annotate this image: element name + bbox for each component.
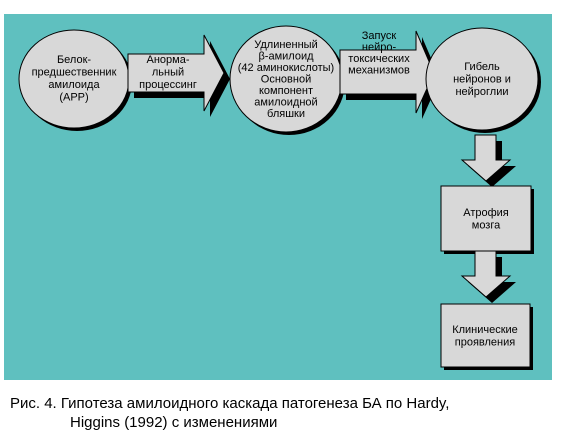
text-line: Белок- <box>57 54 91 66</box>
text-line: Анорма- <box>147 54 190 66</box>
text-line: процессинг <box>139 79 197 91</box>
caption-line-1: Рис. 4. Гипотеза амилоидного каскада пат… <box>10 395 450 412</box>
text-line: предшественник <box>32 67 117 79</box>
text-line: Атрофия <box>463 207 509 219</box>
text-line: (42 аминокислоты) <box>238 62 334 74</box>
text-line: нейроглии <box>455 86 508 98</box>
caption-line-2: Higgins (1992) с изменениями <box>70 414 278 431</box>
text-line: Гибель <box>464 61 500 73</box>
text-line: льный <box>152 67 184 79</box>
text-line: амилоида <box>48 79 100 91</box>
text-line: проявления <box>455 337 515 349</box>
arrow-down-1 <box>460 134 516 187</box>
text-line: Клинические <box>452 324 518 336</box>
text-line: механизмов <box>348 65 410 77</box>
figure-caption: Рис. 4. Гипотеза амилоидного каскада пат… <box>10 394 555 432</box>
text-line: амилоидной <box>254 97 317 109</box>
text-line: токсических <box>348 53 410 65</box>
text-line: (АРР) <box>59 92 88 104</box>
text-line: бляшки <box>267 108 305 120</box>
text-line: компонент <box>259 85 313 97</box>
text-line: нейро- <box>362 42 397 54</box>
text-line: Запуск <box>362 30 397 42</box>
text-line: β-амилоид <box>258 51 314 63</box>
arrow-down-2 <box>460 250 516 303</box>
text-line: Основной <box>261 74 311 86</box>
text-line: нейронов и <box>453 74 511 86</box>
text-line: Удлиненный <box>254 39 318 51</box>
text-line: мозга <box>472 220 501 232</box>
